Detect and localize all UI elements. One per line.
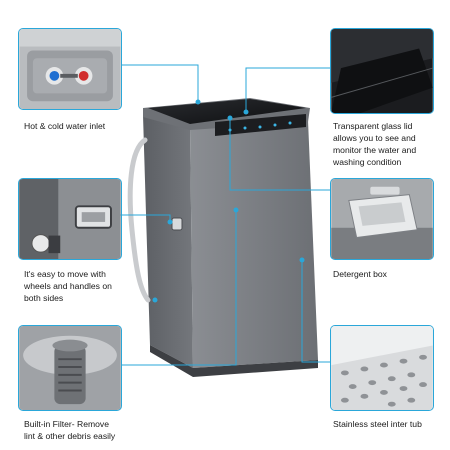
detergent-thumbnail — [330, 178, 434, 260]
water-inlet-caption: Hot & cold water inlet — [24, 121, 106, 131]
wheel-icon — [31, 234, 50, 253]
tub-caption: Stainless steel inter tub — [333, 419, 422, 429]
water-inlet-thumbnail — [18, 28, 122, 110]
wheels-caption: It's easy to move with wheels and handle… — [24, 269, 112, 303]
tub-perforation-icon — [340, 354, 427, 407]
wheels-thumbnail — [18, 178, 122, 260]
machine-side-panel — [143, 115, 193, 368]
machine-front-panel — [190, 120, 318, 368]
detergent-caption: Detergent box — [333, 269, 387, 279]
tub-thumbnail — [330, 325, 434, 411]
machine-base — [150, 345, 318, 377]
cold-inlet-icon — [49, 70, 60, 81]
filter-caption: Built-in Filter- Remove lint & other deb… — [24, 419, 116, 441]
side-handle — [171, 217, 183, 231]
glass-lid-caption: Transparent glass lid allows you to see … — [333, 121, 417, 167]
filter-thumbnail — [18, 325, 122, 411]
glass-lid-thumbnail — [330, 28, 434, 114]
hot-inlet-icon — [78, 70, 89, 81]
